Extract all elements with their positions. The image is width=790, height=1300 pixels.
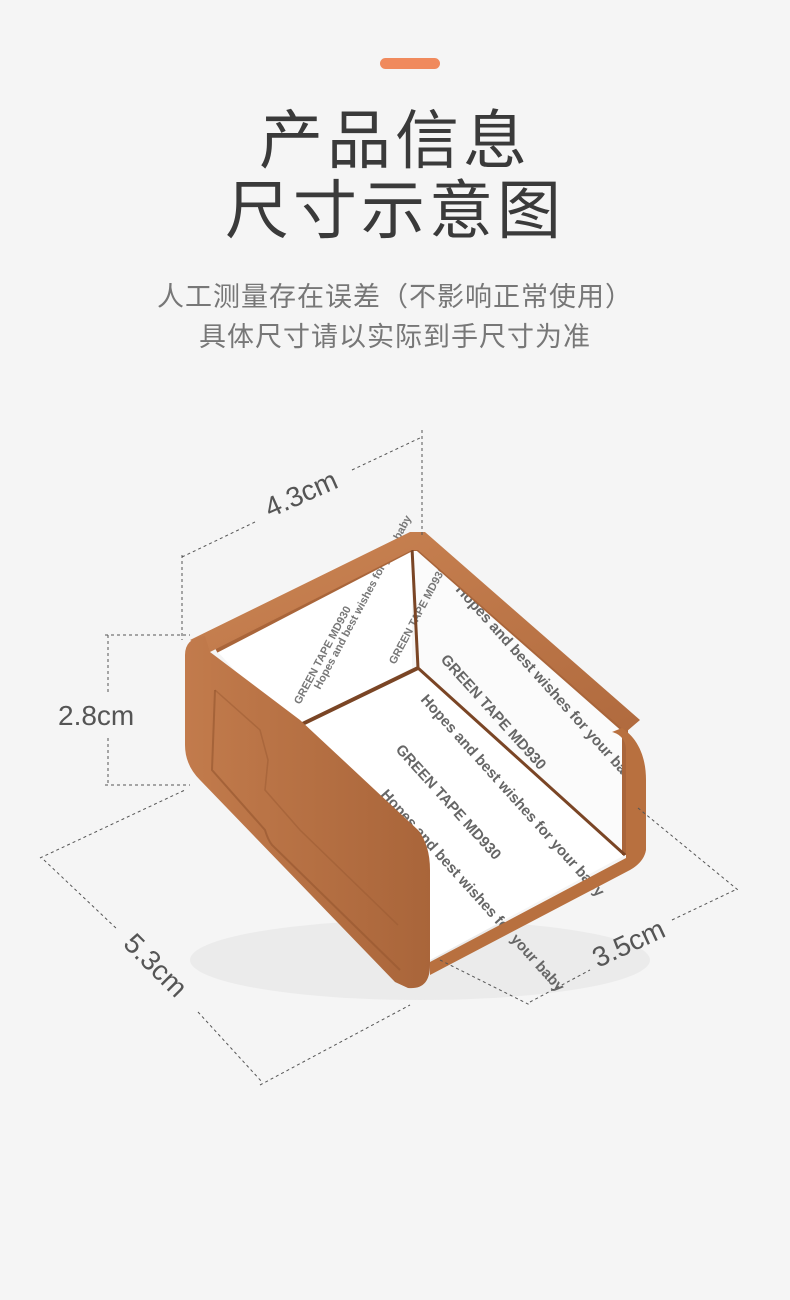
accent-bar xyxy=(380,58,440,69)
dim-top-width-label: 4.3cm xyxy=(260,464,342,523)
back-panel xyxy=(216,548,412,730)
frame-edge xyxy=(410,547,420,669)
dim-height: 2.8cm xyxy=(58,634,190,786)
size-note: 具体尺寸请以实际到手尺寸为准 xyxy=(199,322,591,353)
dim-length-label: 5.3cm xyxy=(118,927,194,1003)
floor-panel xyxy=(300,668,625,960)
right-panel xyxy=(412,548,625,855)
frame-edge xyxy=(289,666,419,732)
left-wall xyxy=(185,636,430,989)
measurement-note: 人工测量存在误差（不影响正常使用） xyxy=(157,282,633,313)
dim-height-label: 2.8cm xyxy=(58,700,134,731)
page-title: 产品信息 xyxy=(259,105,531,179)
page-subtitle: 尺寸示意图 xyxy=(225,175,565,249)
label-recess xyxy=(210,689,401,971)
frame-edge xyxy=(416,666,627,857)
label-recess xyxy=(214,689,399,926)
